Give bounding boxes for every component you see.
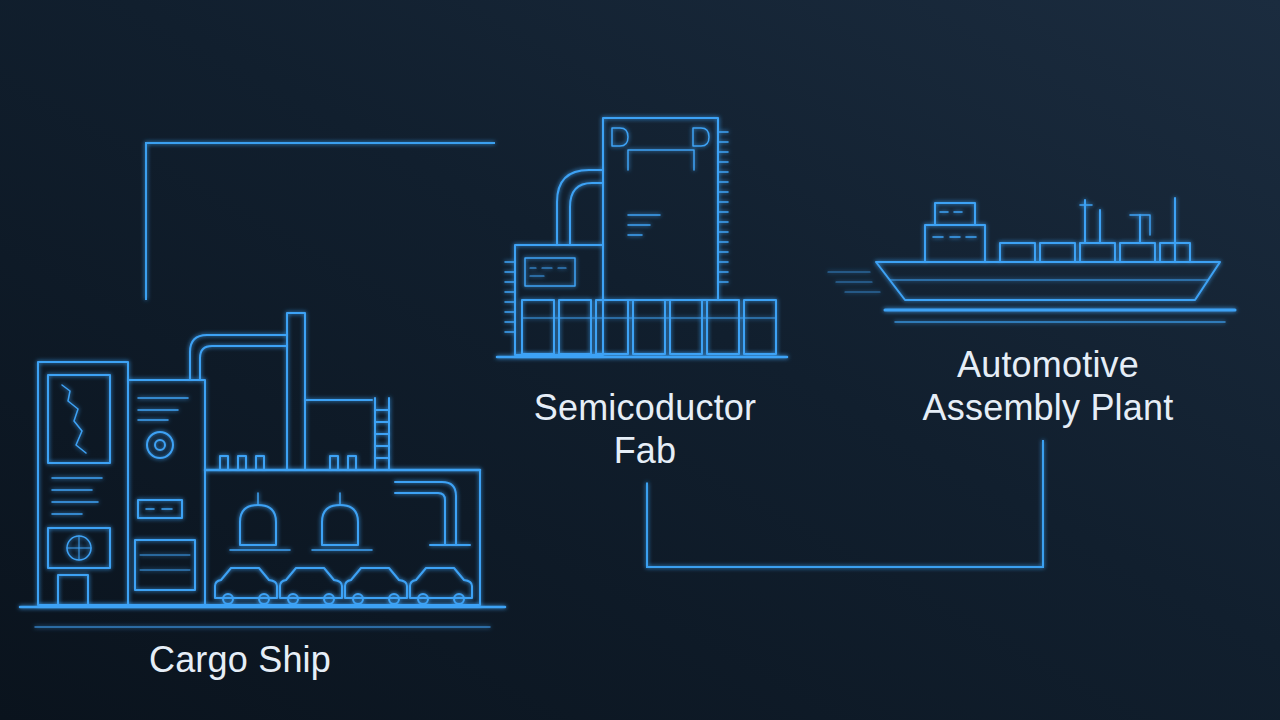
factory-illustration-part-part: [223, 594, 233, 604]
factory-illustration-part-part: [259, 594, 269, 604]
ship-illustration-part: [828, 272, 880, 292]
fab-illustration-part: [530, 268, 566, 276]
fab-illustration-part: [497, 356, 787, 359]
fab-illustration-part: [596, 300, 628, 354]
fab-illustration-part: [693, 128, 709, 146]
ship-illustration-part: [1120, 243, 1155, 262]
fab-illustration-part: [628, 215, 660, 235]
factory-illustration-part: [62, 385, 86, 453]
factory-illustration: [20, 313, 505, 627]
factory-illustration-part: [395, 493, 445, 545]
ship-illustration-part: [885, 309, 1235, 312]
factory-illustration-part: [287, 313, 305, 470]
factory-illustration-part: [190, 335, 287, 380]
factory-illustration-part: [305, 399, 372, 401]
fab-illustration-part: [612, 128, 628, 146]
node-label: Automotive Assembly Plant: [888, 343, 1208, 429]
factory-illustration-part: [35, 626, 490, 628]
factory-illustration-part-part: [353, 594, 363, 604]
factory-illustration-part: [205, 470, 480, 605]
fab-illustration: [497, 118, 787, 357]
factory-illustration-part: [58, 575, 88, 605]
fab-illustration-part: [559, 300, 591, 354]
factory-illustration-part: [395, 482, 456, 545]
factory-illustration-part: [38, 362, 128, 605]
fab-illustration-part: [557, 170, 603, 245]
fab-illustration-part: [707, 300, 739, 354]
factory-illustration-part: [322, 505, 358, 545]
fab-illustration-part: [505, 262, 515, 332]
factory-illustration-part: [146, 508, 172, 510]
factory-illustration-part-part: [288, 594, 298, 604]
factory-illustration-part: [230, 549, 372, 551]
fab-illustration-part: [633, 300, 665, 354]
factory-illustration-part: [138, 500, 182, 518]
factory-illustration-part-part: [280, 568, 342, 598]
ship-illustration-part: [1085, 198, 1175, 262]
fab-illustration-part: [522, 317, 776, 318]
ship-illustration-part: [935, 203, 975, 225]
fab-illustration-part: [603, 118, 718, 300]
illustration-node: Cargo Ship: [30, 300, 515, 695]
connector-line: [146, 143, 495, 300]
factory-illustration-part: [52, 478, 102, 514]
factory-illustration-part-part: [418, 594, 428, 604]
ship-illustration-part: [925, 225, 985, 262]
factory-illustration-part-part: [345, 568, 407, 598]
fab-illustration-part: [515, 245, 603, 355]
ship-illustration-part: [1000, 243, 1035, 262]
fab-illustration-part: [628, 150, 694, 170]
factory-illustration-part-part: [324, 594, 334, 604]
ship-illustration-part: [1040, 243, 1075, 262]
fab-illustration-part: [570, 183, 603, 245]
factory-illustration-part: [215, 568, 472, 604]
fab-illustration-part: [670, 300, 702, 354]
node-label: Semicoductor Fab: [515, 386, 775, 472]
factory-illustration-part: [138, 398, 188, 420]
ship-illustration-part: [1080, 243, 1115, 262]
factory-illustration-part: [20, 606, 505, 609]
fab-illustration-part: [522, 300, 554, 354]
fab-illustration-part: [744, 300, 776, 354]
fab-illustration-part: [525, 258, 575, 286]
factory-illustration-part: [67, 536, 91, 560]
ship-illustration: [828, 198, 1235, 322]
factory-illustration-part-part: [389, 594, 399, 604]
factory-illustration-part: [48, 375, 110, 463]
factory-illustration-part-part: [410, 568, 472, 598]
ship-illustration-part: [895, 321, 1225, 323]
factory-illustration-part: [140, 555, 190, 570]
factory-illustration-part: [240, 505, 276, 545]
ship-illustration-part: [933, 212, 976, 237]
factory-illustration-part: [48, 528, 110, 568]
factory-illustration-part: [155, 440, 165, 450]
factory-illustration-part: [258, 493, 340, 505]
factory-illustration-part-part: [215, 568, 277, 598]
fab-illustration-part: [718, 132, 728, 282]
ship-illustration-part: [1080, 205, 1150, 235]
factory-illustration-part: [430, 544, 470, 546]
factory-illustration-part-part: [454, 594, 464, 604]
illustration-node: Automotive Assembly Plant: [850, 190, 1240, 440]
connector-line: [647, 440, 1043, 567]
factory-illustration-part: [147, 432, 173, 458]
ship-illustration-part: [876, 262, 1220, 300]
ship-illustration-part: [890, 279, 1208, 280]
factory-illustration-part: [200, 346, 287, 380]
factory-illustration-part: [135, 540, 195, 590]
node-label: Cargo Ship: [90, 638, 390, 681]
factory-illustration-part: [128, 380, 205, 605]
factory-illustration-part: [67, 536, 91, 560]
factory-illustration-part: [375, 398, 389, 470]
illustration-node: Semicoductor Fab: [495, 110, 795, 482]
